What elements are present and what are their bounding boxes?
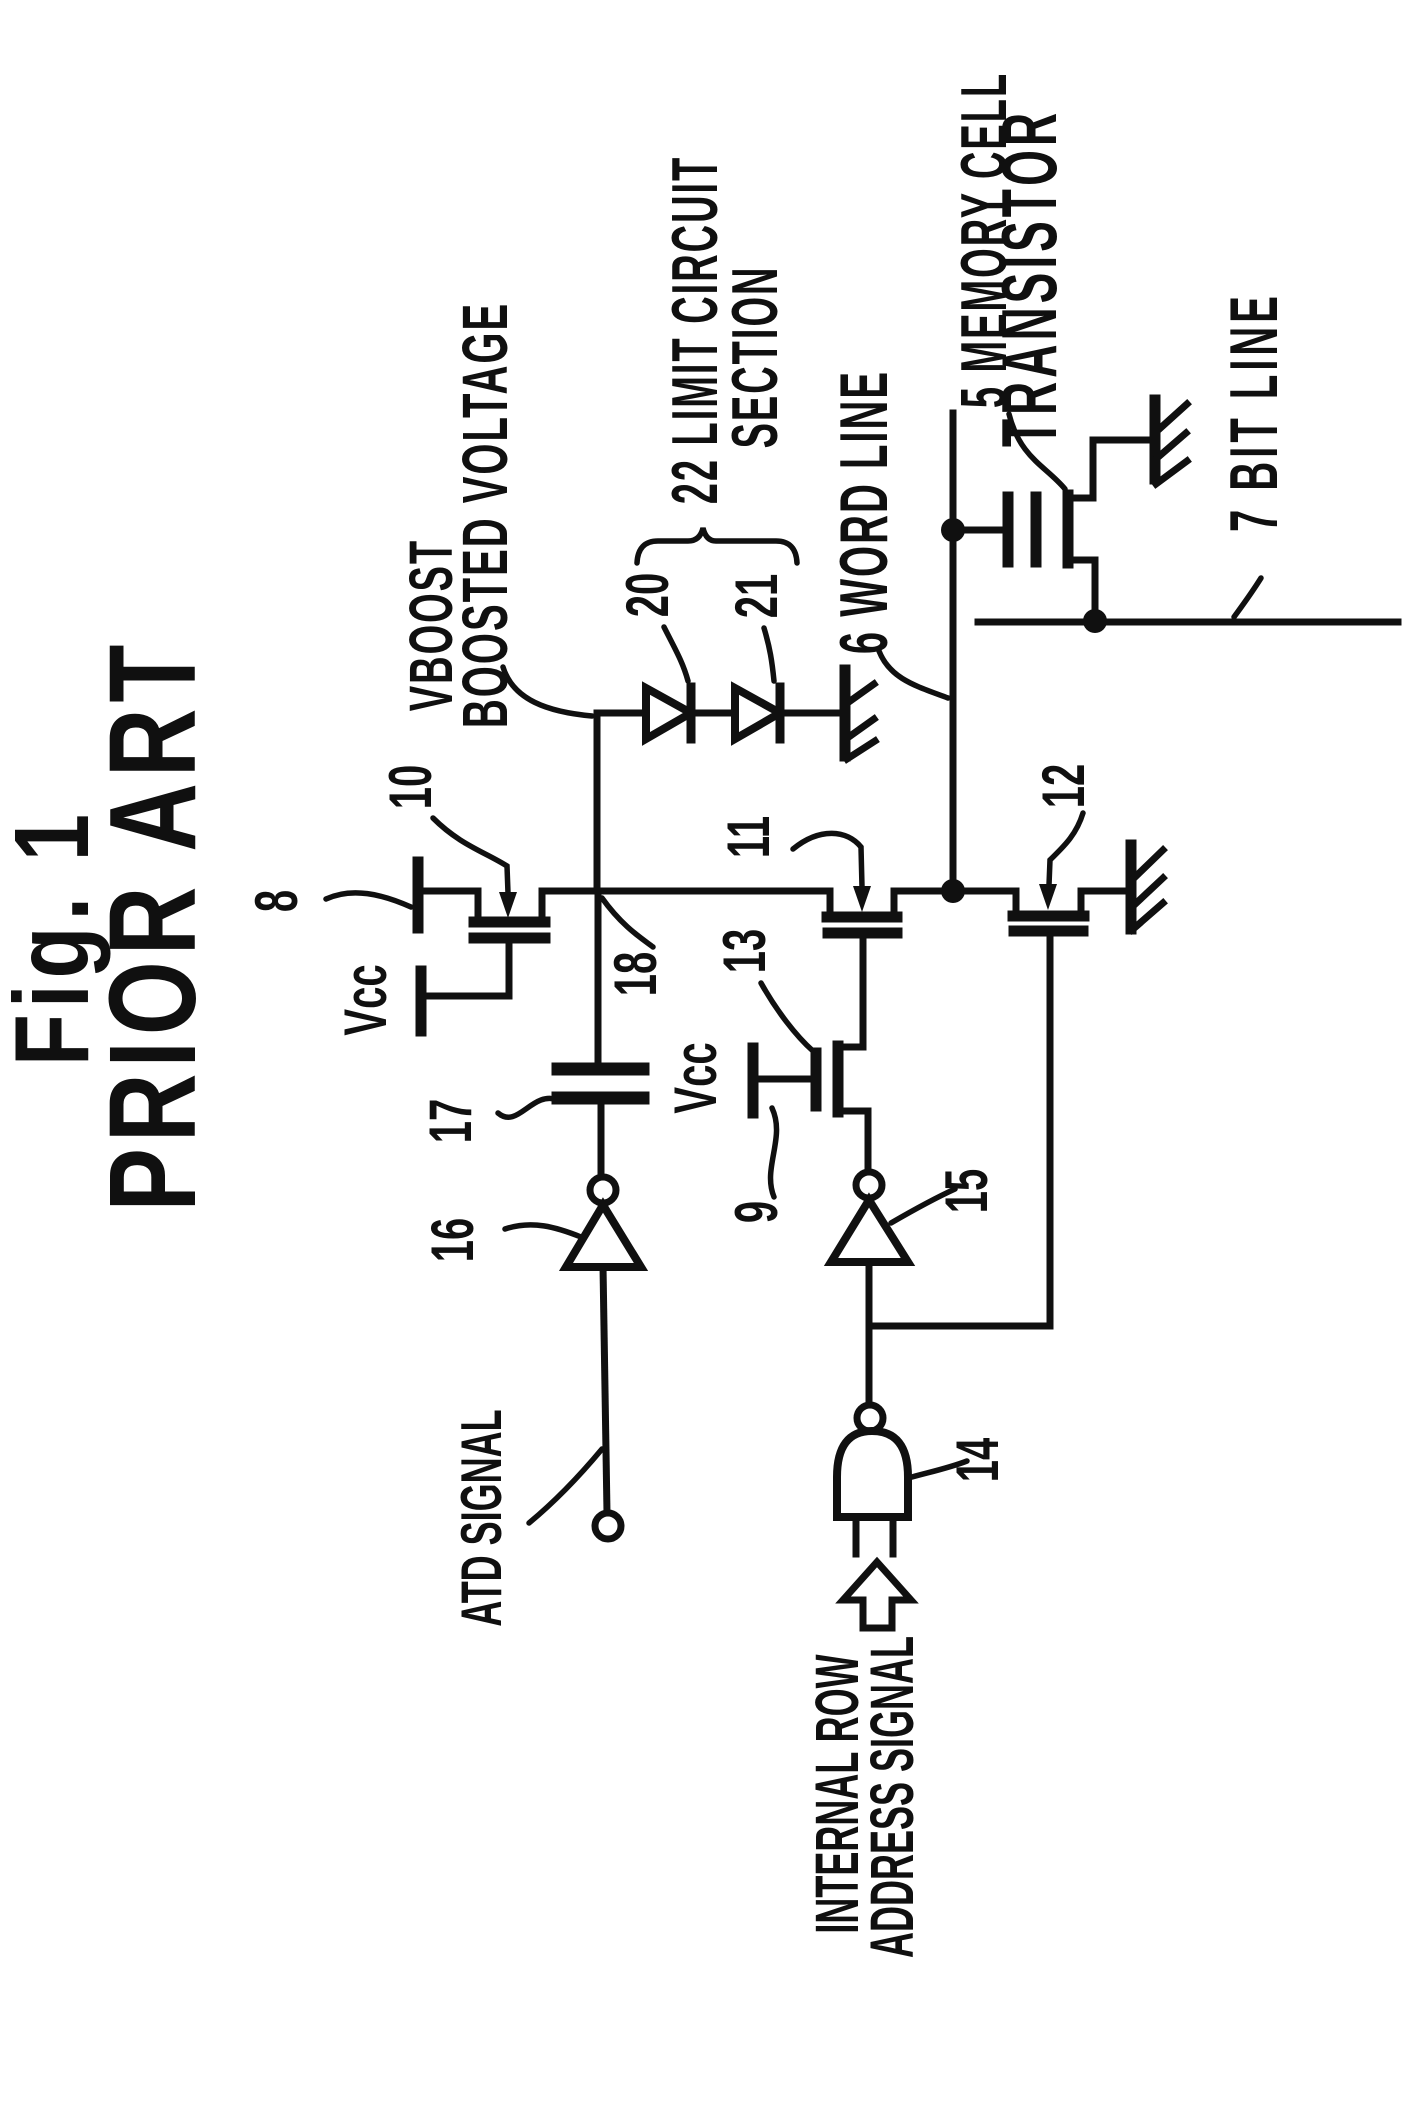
inverter-16 [558,1173,649,1271]
inverter16-triangle [558,1197,649,1271]
leader-6-wordline [876,648,951,701]
refnum-17: 17 [417,1099,484,1143]
limit-diode-21 [731,681,789,746]
leader-9 [767,1105,780,1200]
refnum-8: 8 [243,890,310,912]
transistor-13 [810,1040,844,1118]
leader-20 [661,624,691,684]
label-atd-signal: ATD SIGNAL [451,1409,515,1626]
leader-11-shaft [790,830,865,890]
wire-vcc8-to-t10 [414,887,482,921]
inverter15-triangle [823,1192,916,1266]
label-vcc-upper: Vcc [332,964,399,1035]
ground-hatches [1127,845,1168,935]
label-bit-line: 7 BIT LINE [1216,292,1292,532]
diode21-triangle [731,681,789,746]
leader-vboost [500,664,595,719]
label-vcc-lower: Vcc [662,1042,729,1113]
nand14-body [833,1426,912,1521]
refnum-14: 14 [944,1437,1011,1482]
leader-5-memcell [1006,411,1068,492]
transistor-10 [468,916,551,944]
refnum-13: 13 [711,929,778,973]
leader-21 [761,625,777,684]
leader-lines [323,411,1264,1526]
ground-symbol-memcell [1149,394,1192,489]
figure-title: Fig. 1 [0,808,111,1066]
wire-t13-to-inverter15 [834,1107,872,1176]
leader-13 [758,980,816,1054]
label-limit-circuit-line2: SECTION [720,266,792,449]
ground-hatches [841,679,880,764]
leader-11-arrowhead [853,886,871,912]
limit-diode-20 [642,681,700,746]
nand-gate-14 [833,1401,912,1521]
diode20-triangle [642,681,700,746]
ground-symbol-t12 [1125,839,1168,935]
label-vboost-desc: BOOSTED VOLTAGE [451,302,522,728]
wire-memcell-source [1064,556,1099,616]
refnum-20: 20 [614,573,681,617]
label-row-address-line1: INTERNAL ROW [803,1654,871,1934]
ground-symbol-diodes [839,664,880,764]
junction-dot-wordline-bottom [941,879,965,903]
label-vboost-name: VBOOST [397,539,465,711]
brace-22 [634,527,800,566]
label-memory-cell-line2: TRANSISTOR [985,109,1073,447]
ground-hatches [1151,399,1192,489]
wire-inverter16-input [599,1262,611,1517]
wire-memcell-drain [1064,436,1157,502]
junction-dot-bitline [1083,609,1107,633]
figure-subtitle: PRIOR ART [84,639,222,1212]
memory-cell-transistor-5 [1002,489,1074,569]
refnum-16: 16 [419,1218,486,1262]
leader-12-arrowhead [1039,884,1057,910]
junction-dot-wordline-gate [941,518,965,542]
wire-t10-gate-to-vcc [421,940,513,1000]
refnum-10: 10 [377,765,444,809]
leader-atd [526,1446,605,1526]
leader-12-shaft [1046,810,1086,888]
atd-input-terminal [591,1509,625,1543]
leader-16 [502,1222,584,1240]
leader-10-shaft [430,815,511,896]
transistor-12 [1007,910,1090,937]
circuit-wires [414,409,1402,1558]
refnum-11: 11 [715,816,782,858]
label-memory-cell-line1: 5 MEMORY CELL [949,72,1021,408]
inverter-15 [823,1168,916,1266]
refnum-12: 12 [1030,764,1097,808]
label-word-line: 6 WORD LINE [826,370,902,654]
label-row-address-line2: ADDRESS SIGNAL [858,1636,926,1958]
refnum-18: 18 [602,952,669,996]
leader-10-arrowhead [499,892,517,918]
refnum-9: 9 [723,1201,790,1223]
leader-15 [888,1186,958,1226]
refnum-21: 21 [723,574,790,618]
label-limit-circuit-line1: 22 LIMIT CIRCUIT [660,156,732,505]
leader-7-bitline [1231,575,1264,620]
leader-14 [909,1458,970,1480]
row-address-input-arrow-icon [835,1556,919,1632]
capacitor-17 [551,1062,650,1105]
refnum-15: 15 [933,1169,1000,1213]
leader-18 [599,895,656,950]
leader-8 [323,890,414,910]
transistor-11 [821,911,903,939]
leader-17 [495,1095,561,1120]
wire-t11-gate-lead [834,934,867,1051]
figure-text: Fig. 1 PRIOR ART VBOOST BOOSTED VOLTAGE … [0,72,1292,1958]
